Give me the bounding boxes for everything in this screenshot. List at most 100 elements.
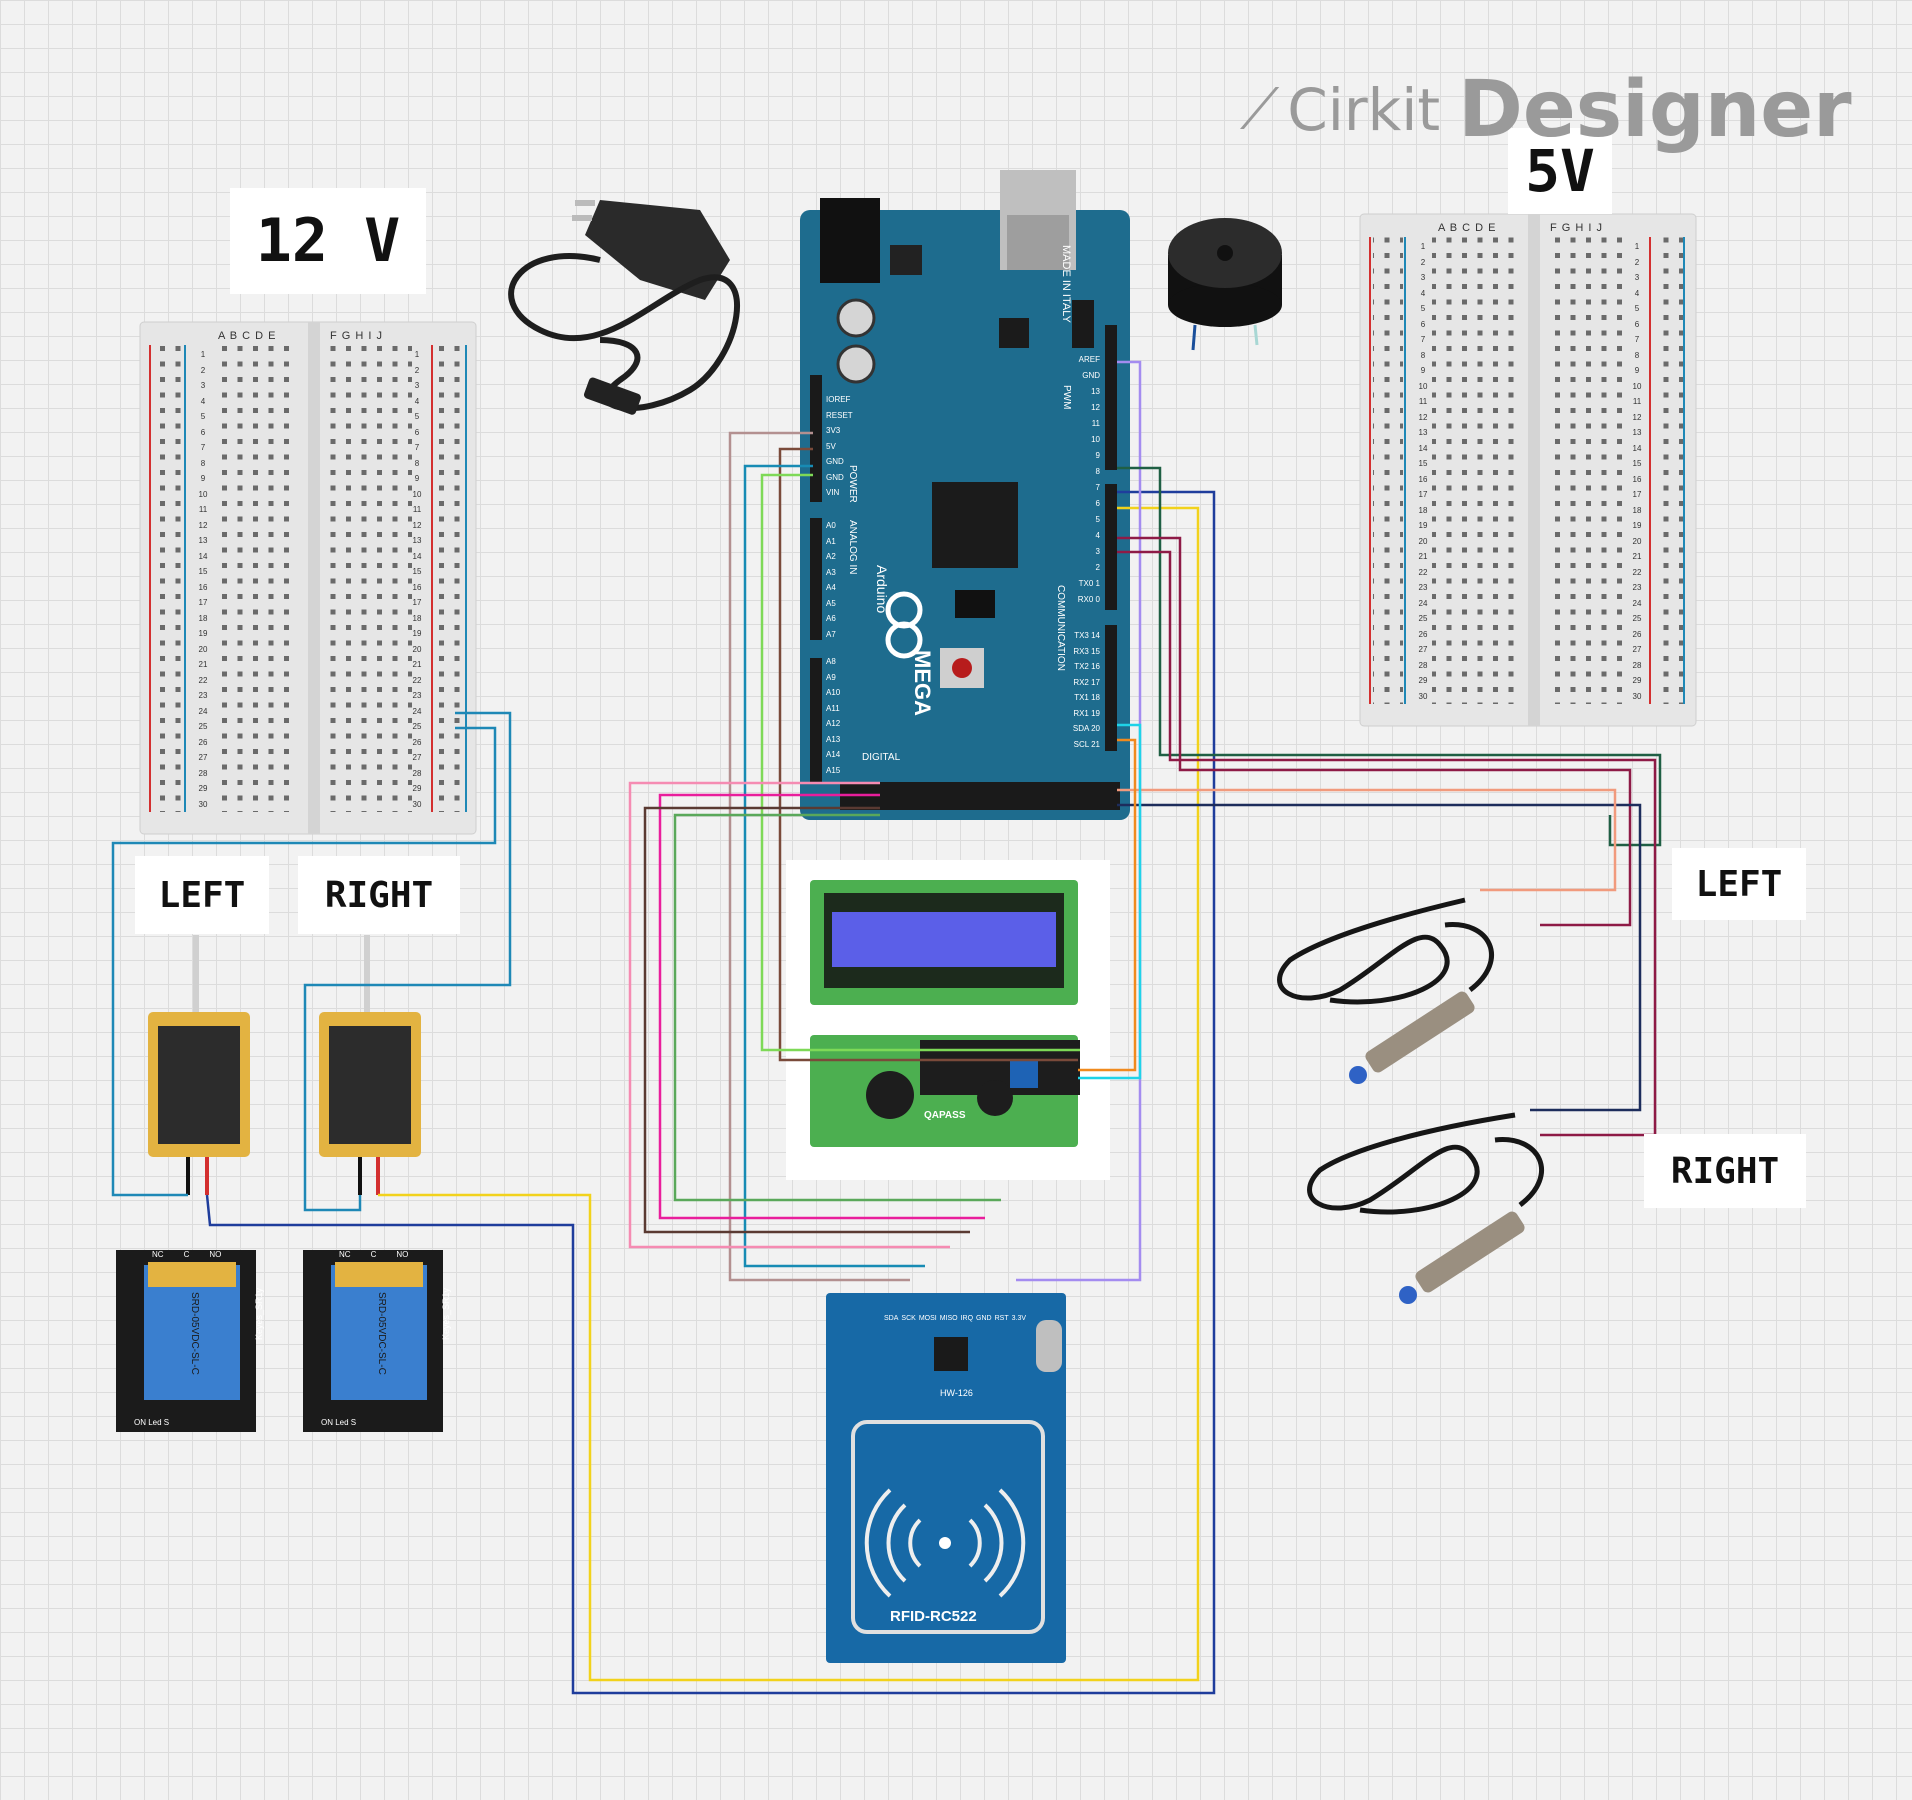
rfid-pin-rst: RST	[994, 1315, 1009, 1322]
arduino-digital-label: DIGITAL	[862, 752, 901, 763]
bb12-row-number: 14	[412, 551, 422, 561]
bb5-row-number: 18	[1418, 505, 1428, 515]
bb12-row-number: 11	[198, 505, 208, 514]
bb5-row-number: 12	[1632, 412, 1642, 422]
rfid-pin-sck: SCK	[901, 1315, 916, 1322]
bb12-row-number: 26	[412, 737, 422, 747]
arduino-model: MEGA	[910, 650, 935, 716]
label-5v: 5V	[1508, 128, 1612, 214]
pin-a8: A8	[826, 657, 836, 666]
label-solenoid-right: RIGHT	[298, 856, 460, 934]
bb5-row-number: 9	[1634, 366, 1640, 375]
bb5-row-number: 18	[1632, 505, 1642, 515]
bb5-row-number: 8	[1634, 350, 1640, 360]
bb5-row-number: 9	[1420, 366, 1426, 375]
rfid-pin-3v3: 3.3V	[1011, 1315, 1027, 1322]
pin-tx1: TX1 18	[1074, 693, 1100, 702]
bb5-row-number: 4	[1634, 288, 1640, 298]
bb12-row-number: 19	[198, 629, 208, 638]
bb5-row-number: 10	[1418, 381, 1428, 391]
bb5-row-number: 6	[1420, 319, 1426, 329]
pin-5: 5	[1095, 515, 1100, 524]
bb12-row-number: 15	[198, 567, 208, 576]
pin-3v3: 3V3	[826, 426, 841, 435]
relay-right-nc: NC	[339, 1250, 351, 1259]
pin-a5: A5	[826, 598, 836, 608]
bb5-row-number: 24	[1632, 598, 1642, 608]
bb5-row-number: 3	[1420, 273, 1426, 282]
arduino-pwm-pins: AREF GND 13 12 11 10 9 8 7 6 5 4 3 2 TX0…	[1062, 352, 1100, 608]
pin-rx1: RX1 19	[1073, 708, 1100, 718]
relay-left-no: NO	[209, 1250, 222, 1259]
bb5-row-number: 21	[1418, 552, 1428, 561]
relay-right-brand: Keyes_SR1y	[441, 1287, 451, 1340]
bb12-row-number: 10	[198, 489, 208, 499]
relay-right-terminals: NC C NO	[339, 1250, 408, 1259]
pin-a13: A13	[826, 734, 841, 744]
bb12-row-number: 26	[198, 737, 208, 747]
bb12-row-number: 20	[198, 644, 208, 654]
pin-a3: A3	[826, 567, 836, 577]
lcd-backpack-label: QAPASS	[924, 1110, 966, 1121]
bb12-row-number: 6	[200, 427, 206, 437]
bb12-row-number: 2	[414, 365, 420, 375]
bb12-row-number: 25	[198, 722, 208, 731]
bb12-row-number: 23	[412, 691, 422, 700]
breadboard-5v	[1359, 213, 1697, 727]
pin-rx0: RX0 0	[1077, 595, 1100, 604]
pin-3: 3	[1095, 547, 1100, 556]
bb5-row-number: 27	[1632, 645, 1642, 654]
bb12-row-number: 18	[412, 613, 422, 623]
rfid-model: RFID-RC522	[890, 1608, 977, 1625]
arduino-made-in: MADE IN ITALY	[1060, 245, 1072, 323]
pin-12: 12	[1091, 403, 1100, 412]
bb5-row-number: 1	[1420, 242, 1426, 251]
bb5-row-number: 28	[1418, 660, 1428, 670]
pin-gnd-1: GND	[826, 457, 844, 466]
bb5-row-number: 2	[1420, 257, 1426, 267]
bb12-row-number: 7	[200, 443, 206, 452]
bb12-row-number: 5	[200, 412, 206, 421]
bb5-row-number: 24	[1418, 598, 1428, 608]
bb5-row-number: 26	[1632, 629, 1642, 639]
power-adapter	[508, 200, 740, 415]
pin-13: 13	[1091, 387, 1100, 396]
relay-right-model: SRD-05VDC-SL-C	[376, 1292, 387, 1375]
bb12-row-number: 6	[414, 427, 420, 437]
bb12-row-number: 27	[412, 753, 422, 762]
bb5-row-number: 13	[1418, 428, 1428, 437]
pin-a10: A10	[826, 688, 841, 697]
bb12-row-number: 12	[198, 520, 208, 530]
pin-9: 9	[1095, 451, 1100, 460]
logo-product: Designer	[1458, 65, 1852, 155]
breadboard-12v	[139, 321, 477, 835]
pin-a11: A11	[826, 703, 840, 713]
bb12-row-number: 1	[200, 350, 206, 359]
bb12-row-number: 8	[200, 458, 206, 468]
buzzer	[1168, 218, 1282, 351]
relay-left-terminals: NC C NO	[152, 1250, 221, 1259]
bb12-row-number: 12	[412, 520, 422, 530]
pin-a0: A0	[826, 521, 836, 530]
pin-a1: A1	[826, 536, 836, 546]
pin-a15: A15	[826, 765, 841, 775]
bb5-row-number: 17	[1418, 490, 1428, 499]
bb5-row-number: 4	[1420, 288, 1426, 298]
bb5-row-number: 20	[1632, 536, 1642, 546]
pin-tx3: TX3 14	[1074, 631, 1100, 640]
bb5-row-number: 11	[1418, 397, 1428, 406]
bb12-row-number: 17	[412, 598, 422, 607]
bb12-row-number: 3	[200, 381, 206, 390]
bb12-row-number: 24	[412, 706, 422, 716]
bb5-row-number: 20	[1418, 536, 1428, 546]
pin-7: 7	[1095, 483, 1100, 492]
bb12-row-number: 16	[198, 582, 208, 592]
bb5-row-number: 2	[1634, 257, 1640, 267]
bb5-row-number: 17	[1632, 490, 1642, 499]
bb12-row-number: 25	[412, 722, 422, 731]
pin-5v: 5V	[826, 441, 836, 451]
bb5-row-number: 3	[1634, 273, 1640, 282]
proximity-sensor-right	[1307, 1112, 1544, 1304]
bb12-row-number: 17	[198, 598, 208, 607]
bb12-row-number: 28	[198, 768, 208, 778]
